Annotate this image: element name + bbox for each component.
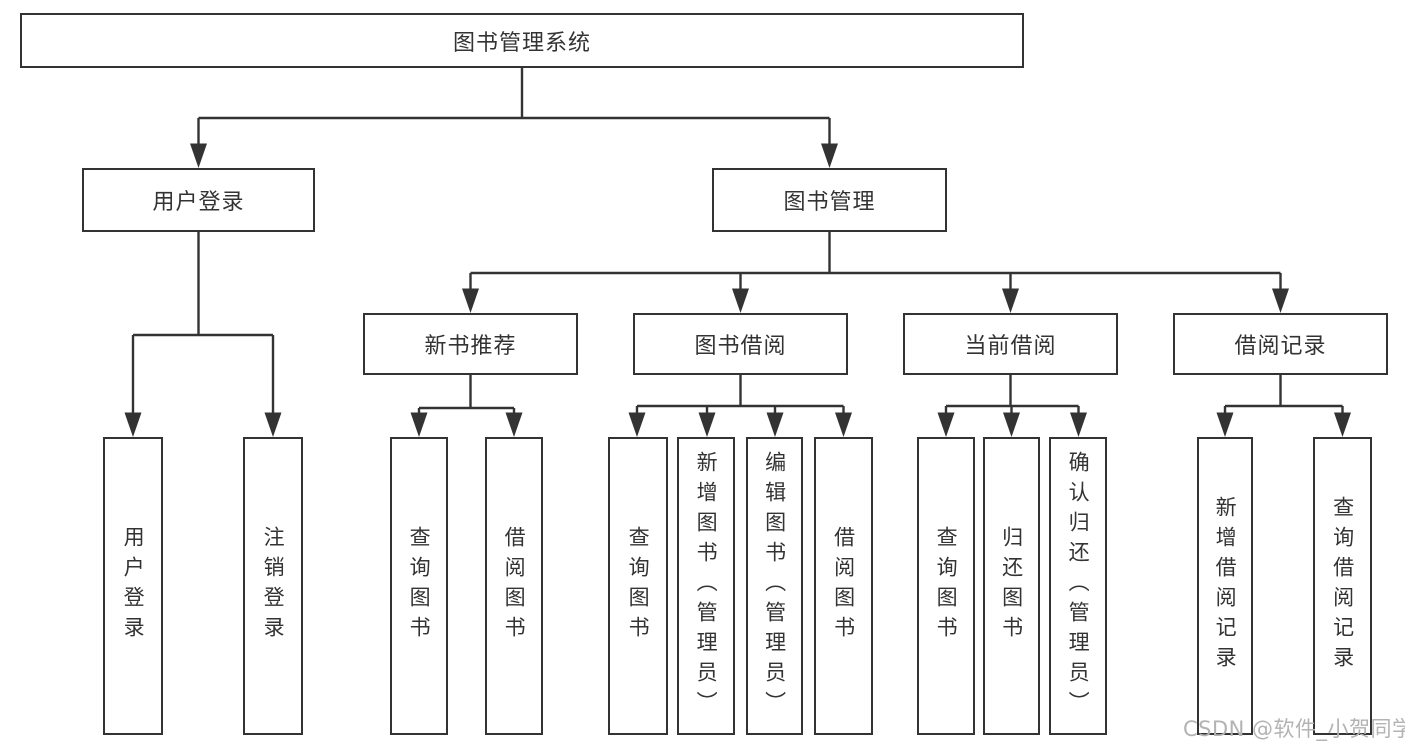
node-user-login: 用户登录 bbox=[82, 168, 315, 232]
node-current-return-books: 归还图书 bbox=[983, 437, 1040, 735]
node-user-login-action-label: 用户登录 bbox=[121, 526, 146, 646]
node-borrow-borrow-books: 借阅图书 bbox=[814, 437, 873, 735]
node-current-borrow-label: 当前借阅 bbox=[964, 334, 1057, 359]
csdn-watermark: CSDN @软件_小贺同学 bbox=[1183, 717, 1405, 741]
node-user-login-action: 用户登录 bbox=[103, 437, 163, 735]
node-newbook-query-books: 查询图书 bbox=[390, 437, 448, 735]
node-records-query-record: 查询借阅记录 bbox=[1313, 437, 1372, 735]
node-borrow-records: 借阅记录 bbox=[1173, 313, 1388, 375]
connector-new-book-to-leaves bbox=[410, 375, 523, 437]
node-borrow-add-books-admin: 新增图书（管理员） bbox=[677, 437, 735, 735]
connector-book-borrow-to-leaves bbox=[628, 375, 852, 437]
node-current-confirm-return-admin-label: 确认归还（管理员） bbox=[1066, 451, 1091, 721]
node-borrow-records-label: 借阅记录 bbox=[1234, 334, 1327, 359]
node-records-add-record: 新增借阅记录 bbox=[1197, 437, 1253, 735]
node-user-login-label: 用户登录 bbox=[152, 190, 245, 215]
node-borrow-query-books: 查询图书 bbox=[608, 437, 668, 735]
node-new-book-recommend-label: 新书推荐 bbox=[424, 334, 517, 359]
node-records-query-record-label: 查询借阅记录 bbox=[1330, 496, 1355, 676]
node-library-management-system: 图书管理系统 bbox=[20, 13, 1024, 68]
node-current-confirm-return-admin: 确认归还（管理员） bbox=[1049, 437, 1107, 735]
node-borrow-edit-books-admin-label: 编辑图书（管理员） bbox=[762, 451, 787, 721]
node-newbook-borrow-books-label: 借阅图书 bbox=[502, 526, 527, 646]
connector-book-management-to-level3 bbox=[462, 232, 1289, 313]
node-book-borrow-label: 图书借阅 bbox=[694, 334, 787, 359]
node-book-management-label: 图书管理 bbox=[783, 190, 876, 215]
connector-root-to-level2 bbox=[190, 68, 838, 168]
node-borrow-borrow-books-label: 借阅图书 bbox=[831, 526, 856, 646]
connector-user-login-to-leaves bbox=[124, 232, 282, 437]
node-records-add-record-label: 新增借阅记录 bbox=[1213, 496, 1238, 676]
node-logout-action: 注销登录 bbox=[243, 437, 303, 735]
node-book-borrow: 图书借阅 bbox=[633, 313, 848, 375]
node-current-query-books-label: 查询图书 bbox=[934, 526, 959, 646]
node-newbook-query-books-label: 查询图书 bbox=[407, 526, 432, 646]
node-borrow-edit-books-admin: 编辑图书（管理员） bbox=[746, 437, 803, 735]
node-borrow-add-books-admin-label: 新增图书（管理员） bbox=[694, 451, 719, 721]
node-book-management: 图书管理 bbox=[712, 168, 947, 232]
node-library-management-system-label: 图书管理系统 bbox=[452, 30, 591, 56]
connector-borrow-records-to-leaves bbox=[1216, 375, 1351, 437]
node-current-borrow: 当前借阅 bbox=[903, 313, 1118, 375]
node-current-query-books: 查询图书 bbox=[917, 437, 975, 735]
node-new-book-recommend: 新书推荐 bbox=[363, 313, 578, 375]
node-logout-action-label: 注销登录 bbox=[261, 526, 286, 646]
node-borrow-query-books-label: 查询图书 bbox=[626, 526, 651, 646]
node-current-return-books-label: 归还图书 bbox=[999, 526, 1024, 646]
node-newbook-borrow-books: 借阅图书 bbox=[485, 437, 543, 735]
connector-current-borrow-to-leaves bbox=[937, 375, 1087, 437]
